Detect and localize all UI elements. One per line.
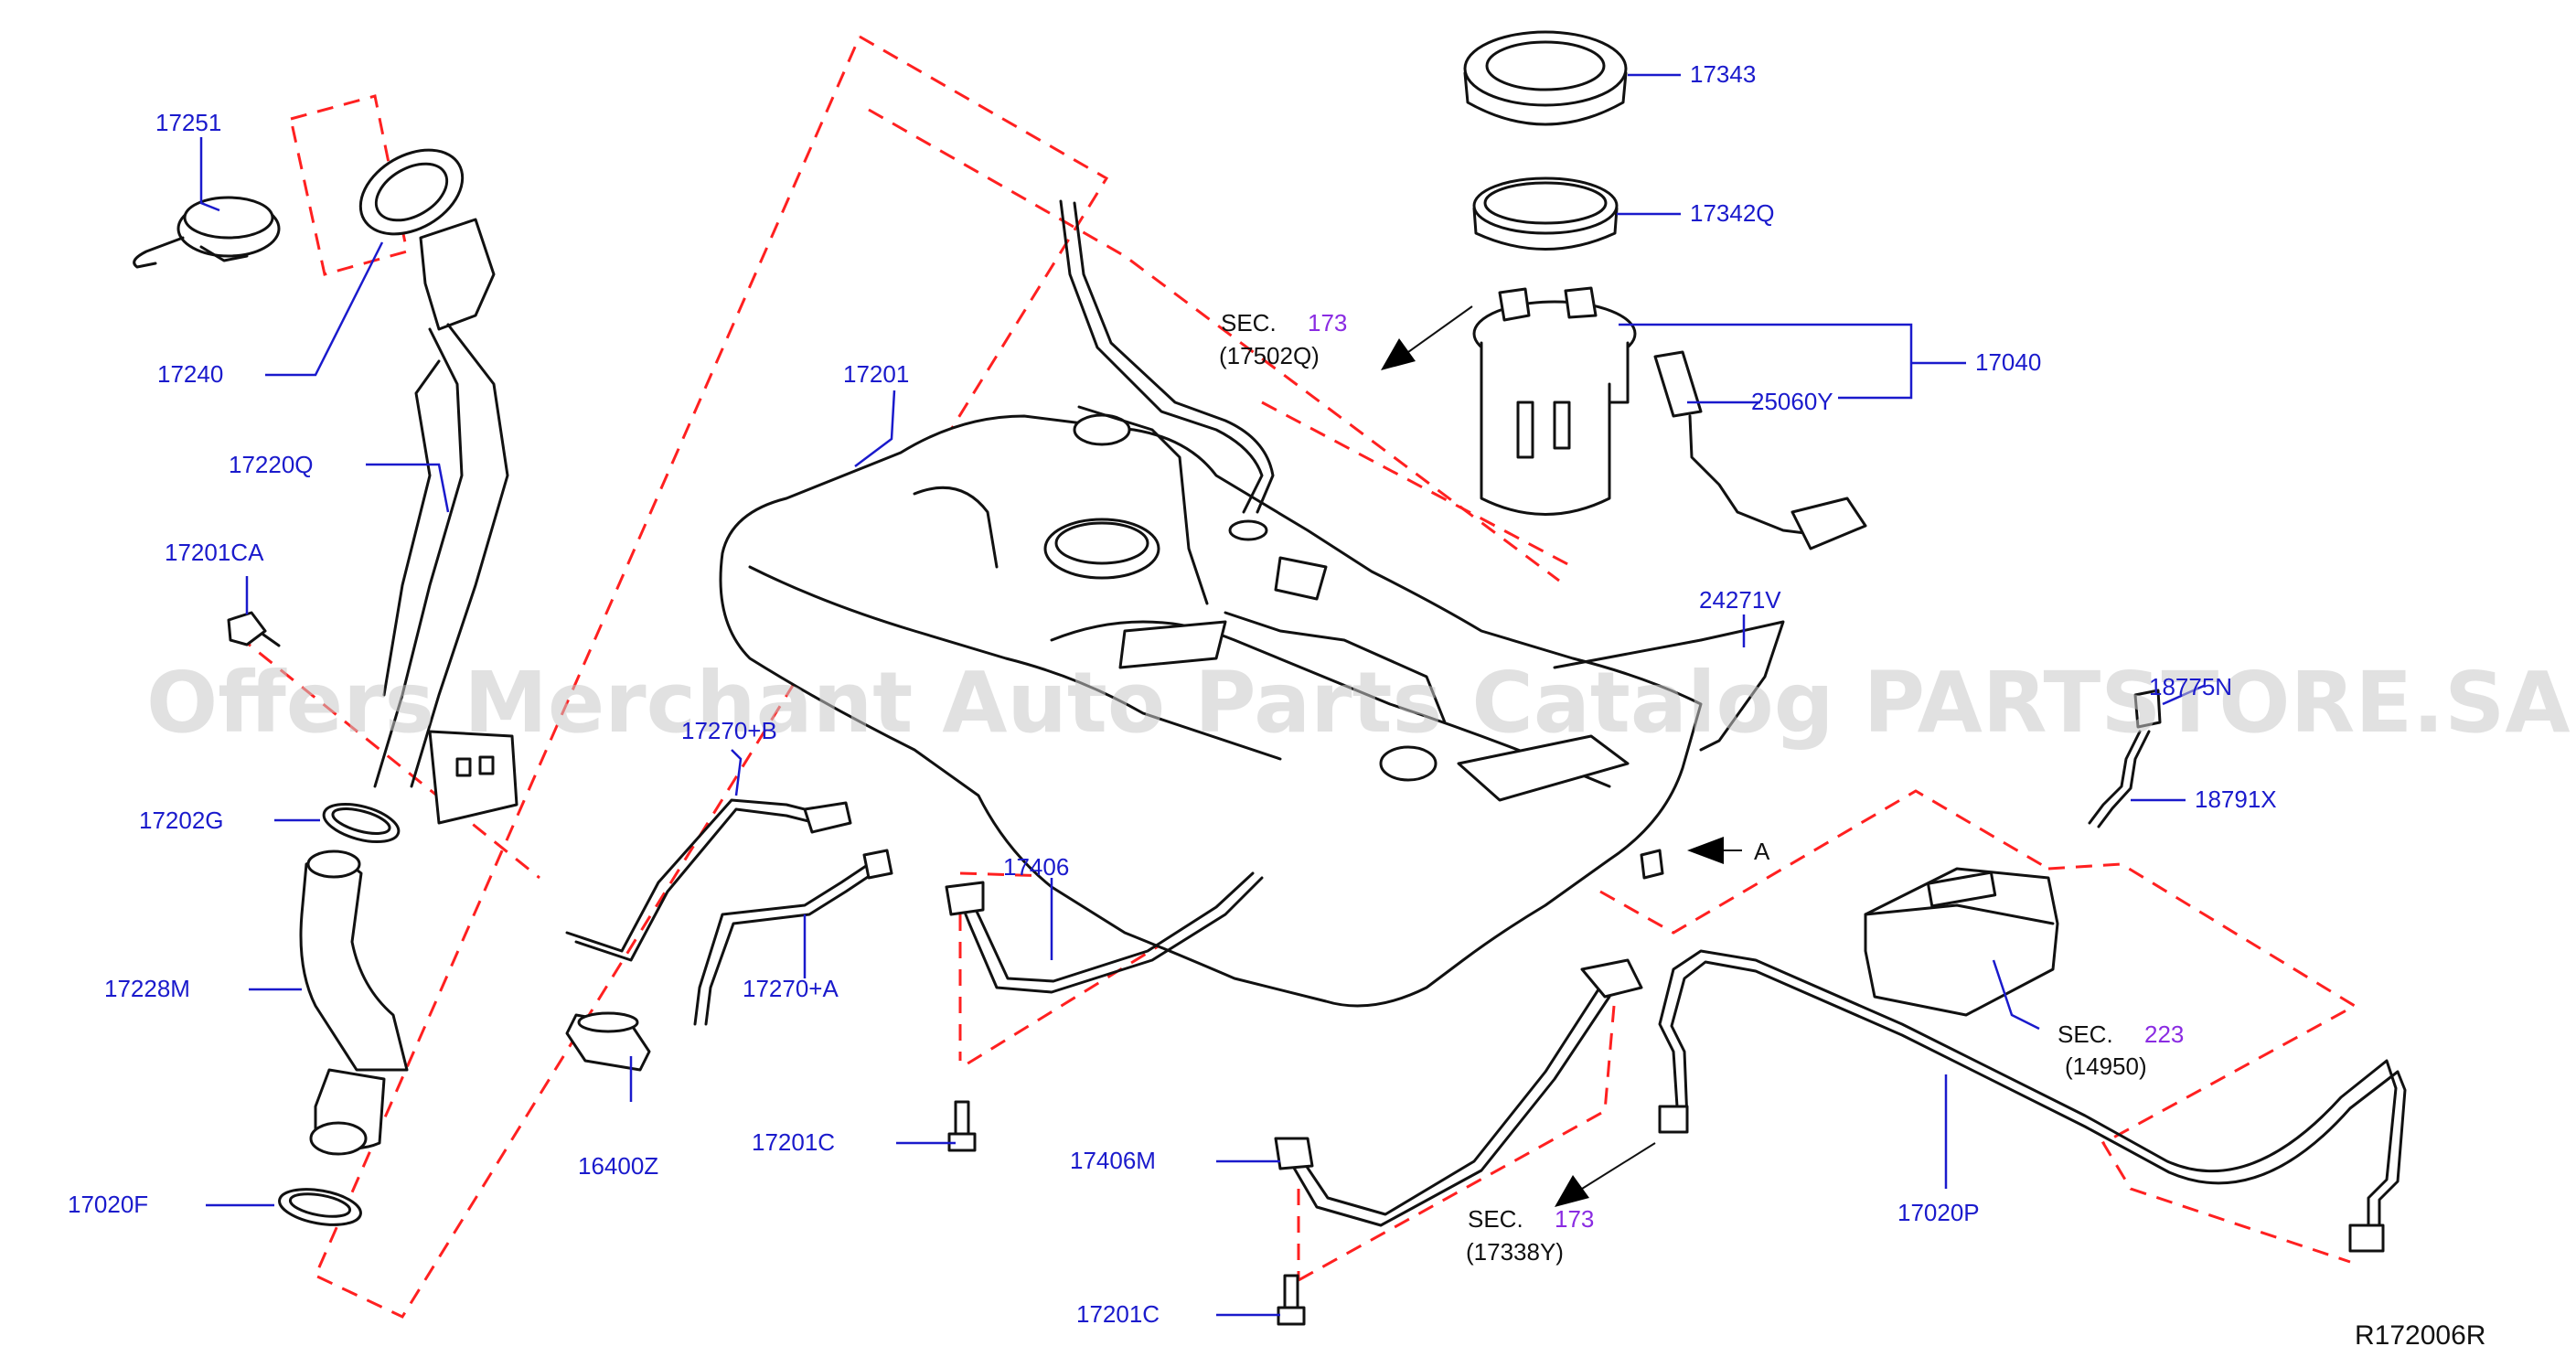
section-prefix: SEC.	[1468, 1205, 1523, 1233]
label-17220Q: 17220Q	[229, 451, 314, 478]
label-17251: 17251	[155, 109, 221, 136]
watermark-text: Offers Merchant Auto Parts Catalog PARTS…	[146, 654, 2571, 752]
section-number: 173	[1555, 1205, 1594, 1233]
fuel-tank-drawing	[719, 199, 1703, 1008]
label-16400Z: 16400Z	[578, 1152, 658, 1180]
label-17270-plus-A: 17270+A	[743, 975, 839, 1002]
section-number: 223	[2144, 1020, 2184, 1048]
label-17202G: 17202G	[139, 807, 224, 834]
clamp-17020F-drawing	[278, 1188, 362, 1226]
section-ref-173-upper: SEC. 173 (17502Q)	[1219, 309, 1347, 369]
section-part: (17502Q)	[1219, 342, 1320, 369]
fuel-cap-drawing	[133, 196, 281, 269]
fuel-pump-drawing	[1472, 286, 1637, 516]
filler-hose-drawing	[299, 849, 409, 1156]
lock-ring-drawing	[1463, 30, 1628, 126]
fuel-feed-tube-drawing	[1658, 949, 2407, 1253]
section-number: 173	[1308, 309, 1347, 337]
label-17406M: 17406M	[1070, 1147, 1156, 1174]
label-17020P: 17020P	[1897, 1199, 1980, 1226]
section-ref-223: SEC. 223 (14950)	[2058, 1020, 2184, 1080]
section-ref-173-lower: SEC. 173 (17338Y)	[1466, 1205, 1594, 1266]
label-17201CA: 17201CA	[165, 539, 264, 566]
label-17343: 17343	[1690, 60, 1756, 88]
heat-shield-drawing	[1553, 620, 1785, 752]
section-arrows	[1381, 305, 1742, 1207]
section-part: (14950)	[2065, 1052, 2147, 1080]
evap-canister-drawing	[1864, 867, 2059, 1017]
label-17240: 17240	[157, 360, 223, 388]
clamp-17202G-drawing	[322, 802, 401, 844]
part-labels: 17251 17240 17220Q 17201CA 17202G 17228M…	[68, 60, 2277, 1328]
label-17201C-lower: 17201C	[1076, 1300, 1160, 1328]
leader-lines	[199, 73, 2205, 1317]
label-17040: 17040	[1975, 348, 2041, 376]
seal-ring-drawing	[1472, 176, 1619, 251]
tank-straps-drawing	[945, 871, 1643, 1227]
label-17201: 17201	[843, 360, 909, 388]
sensor-and-hose-drawing	[2088, 689, 2162, 828]
section-prefix: SEC.	[2058, 1020, 2113, 1048]
section-part: (17338Y)	[1466, 1238, 1564, 1266]
vent-lines-drawing	[565, 798, 893, 1026]
label-17228M: 17228M	[104, 975, 190, 1002]
label-24271V: 24271V	[1699, 586, 1781, 614]
label-17342Q: 17342Q	[1690, 199, 1775, 227]
bolt-17201CA-drawing	[227, 611, 281, 647]
label-18775N: 18775N	[2149, 673, 2232, 700]
label-17020F: 17020F	[68, 1191, 148, 1218]
level-sender-drawing	[1653, 350, 1867, 550]
label-25060Y: 25060Y	[1751, 388, 1833, 415]
label-17201C-upper: 17201C	[752, 1128, 835, 1156]
view-marker-a: A	[1754, 838, 1770, 865]
filler-tube-drawing	[358, 148, 518, 825]
label-18791X: 18791X	[2195, 785, 2277, 813]
label-17406: 17406	[1003, 853, 1069, 881]
bolts-17201C-drawing	[947, 1100, 1306, 1326]
fuel-filter-drawing	[565, 1011, 651, 1072]
diagram-reference-code: R172006R	[2355, 1320, 2485, 1351]
label-17270-plus-B: 17270+B	[681, 717, 777, 744]
section-prefix: SEC.	[1221, 309, 1277, 337]
